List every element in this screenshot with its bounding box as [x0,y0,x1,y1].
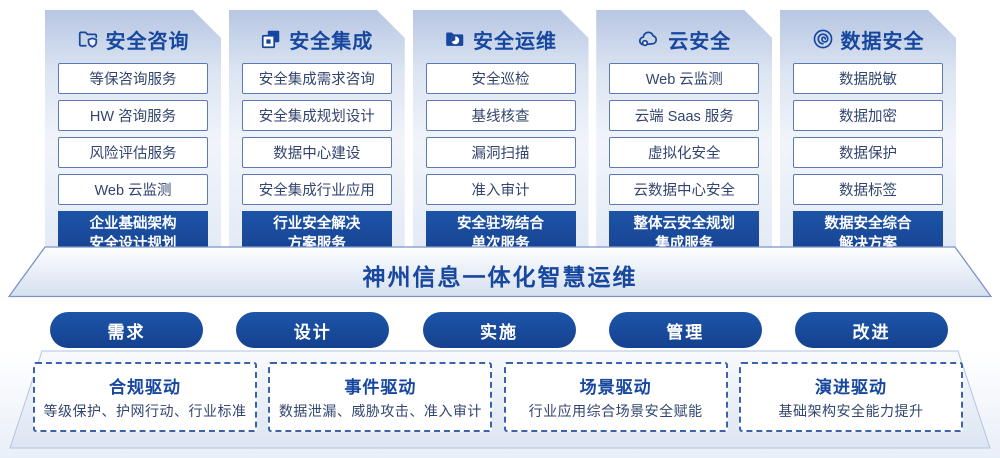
service-item: 风险评估服务 [58,137,208,168]
driver-desc: 等级保护、护网行动、行业标准 [43,403,247,419]
card-title: 安全运维 [473,30,557,53]
card-security-operations: 安全运维 安全巡检 基线核查 漏洞扫描 准入审计 安全驻场结合 单次服务 [413,10,589,252]
card-title: 安全咨询 [105,30,190,53]
service-item: 漏洞扫描 [426,137,576,168]
card-items: 等保咨询服务 HW 咨询服务 风险评估服务 Web 云监测 [58,63,208,205]
driver-scenario: 场景驱动 行业应用综合场景安全赋能 [503,362,728,432]
service-card-row: 安全咨询 等保咨询服务 HW 咨询服务 风险评估服务 Web 云监测 企业基础架… [45,10,956,252]
card-items: 安全巡检 基线核查 漏洞扫描 准入审计 [426,63,576,205]
highlight-line: 行业安全解决 [273,215,361,232]
service-item: 云端 Saas 服务 [609,100,759,131]
service-item: 数据标签 [793,174,943,205]
highlight-line: 安全驻场结合 [457,215,544,232]
driver-compliance: 合规驱动 等级保护、护网行动、行业标准 [33,362,257,432]
phase-pill-requirement: 需求 [50,312,203,348]
service-item: 云数据中心安全 [609,174,759,205]
card-security-integration: 安全集成 安全集成需求咨询 安全集成规划设计 数据中心建设 安全集成行业应用 行… [229,10,405,252]
driver-title: 场景驱动 [579,378,652,397]
service-item: 基线核查 [426,100,576,131]
service-item: 安全巡检 [426,63,576,94]
card-title: 数据安全 [840,30,925,53]
highlight-line: 整体云安全规划 [633,215,735,232]
phase-pill-implementation: 实施 [422,312,576,348]
service-item: 安全集成规划设计 [242,100,392,131]
service-item: Web 云监测 [609,63,759,94]
service-item: Web 云监测 [58,174,208,205]
service-item: 数据脱敏 [793,63,943,94]
service-item: 准入审计 [426,174,576,205]
phase-pill-design: 设计 [236,312,390,348]
service-item: 等保咨询服务 [58,63,208,94]
phase-pill-improvement: 改进 [795,312,948,348]
folder-pie-icon [444,28,466,50]
driver-title: 合规驱动 [109,378,181,397]
service-item: HW 咨询服务 [58,100,208,131]
card-header: 安全运维 [426,24,576,54]
card-items: Web 云监测 云端 Saas 服务 虚拟化安全 云数据中心安全 [609,63,759,205]
highlight-line: 企业基础架构 [89,215,177,232]
card-header: 安全集成 [242,24,392,54]
card-data-security: 数据安全 数据脱敏 数据加密 数据保护 数据标签 数据安全综合 解决方案 [780,10,956,252]
card-items: 安全集成需求咨询 安全集成规划设计 数据中心建设 安全集成行业应用 [242,63,392,205]
service-item: 数据保护 [793,137,943,168]
card-title: 安全集成 [289,30,374,53]
banner-trapezoid [7,246,993,298]
phase-pill-management: 管理 [608,312,762,348]
service-item: 虚拟化安全 [609,137,759,168]
driver-title: 演进驱动 [814,378,887,397]
service-item: 安全集成行业应用 [242,174,392,205]
phase-row: 需求 设计 实施 管理 改进 [50,312,948,348]
card-header: 云安全 [609,24,759,54]
card-items: 数据脱敏 数据加密 数据保护 数据标签 [793,63,943,205]
driver-evolution: 演进驱动 基础架构安全能力提升 [738,362,963,432]
card-security-consulting: 安全咨询 等保咨询服务 HW 咨询服务 风险评估服务 Web 云监测 企业基础架… [45,10,221,252]
copy-icon [260,28,282,50]
folder-shield-icon [77,28,99,50]
driver-desc: 数据泄漏、威胁攻击、准入审计 [278,403,482,419]
driver-desc: 基础架构安全能力提升 [778,403,924,419]
card-cloud-security: 云安全 Web 云监测 云端 Saas 服务 虚拟化安全 云数据中心安全 整体云… [596,10,772,252]
driver-incident: 事件驱动 数据泄漏、威胁攻击、准入审计 [268,362,493,432]
card-header: 数据安全 [793,24,943,54]
driver-desc: 行业应用综合场景安全赋能 [528,403,703,419]
driver-title: 事件驱动 [344,378,417,397]
highlight-line: 数据安全综合 [824,215,912,232]
card-title: 云安全 [668,30,732,53]
service-item: 数据加密 [793,100,943,131]
driver-row: 合规驱动 等级保护、护网行动、行业标准 事件驱动 数据泄漏、威胁攻击、准入审计 … [33,362,963,432]
service-item: 安全集成需求咨询 [242,63,392,94]
cloud-icon [637,28,661,50]
banner-title: 神州信息一体化智慧运维 [362,264,638,290]
spiral-icon [812,28,834,50]
service-item: 数据中心建设 [242,137,392,168]
card-header: 安全咨询 [58,24,208,54]
